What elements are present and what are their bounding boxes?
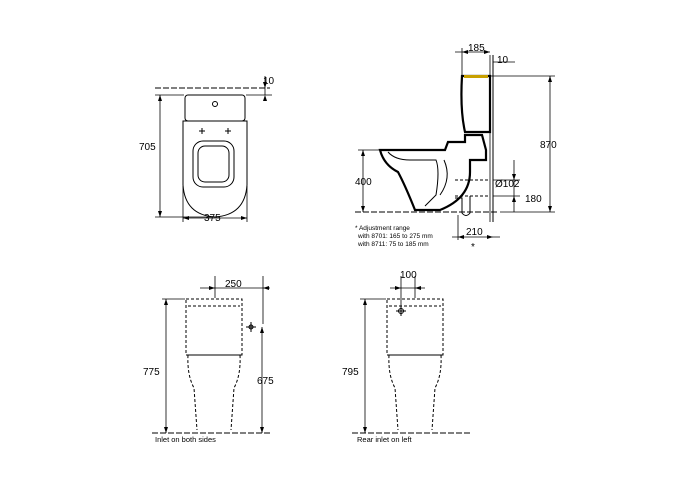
dim-180: 180	[525, 194, 542, 205]
dim-10: 10	[263, 76, 275, 87]
seat-outline	[192, 140, 235, 188]
flush-button-icon	[212, 101, 218, 107]
note-line1: * Adjustment range	[355, 225, 410, 232]
front-view-left: 250 775 675 Inlet on both sides	[143, 276, 274, 444]
dim-795: 795	[342, 367, 359, 378]
bowl-outline	[182, 120, 248, 218]
outlet-pipe	[455, 179, 490, 197]
dim-705: 705	[139, 142, 156, 153]
note-line3: with 8711: 75 to 185 mm	[357, 241, 429, 248]
bowl-front-right	[388, 354, 442, 431]
dim-100: 100	[400, 270, 417, 281]
tank-front-right	[386, 298, 444, 356]
bowl-front-left	[187, 354, 241, 431]
dim-375: 375	[204, 213, 221, 224]
bowl-inner	[387, 151, 439, 207]
dim-210: 210	[466, 227, 483, 238]
caption-right: Rear inlet on left	[357, 435, 413, 444]
dim-775: 775	[143, 367, 160, 378]
front-view-right: 100 795 Rear inlet on left	[342, 270, 472, 444]
outlet-spigot	[455, 196, 471, 216]
caption-left: Inlet on both sides	[155, 435, 216, 444]
dim-675: 675	[257, 376, 274, 387]
flush-plate	[464, 75, 488, 78]
bowl-side	[378, 133, 488, 212]
tank-front-left	[185, 298, 243, 356]
dim-870: 870	[540, 140, 557, 151]
dim-10-side: 10	[497, 55, 509, 66]
dim-250: 250	[225, 279, 242, 290]
tank-side	[460, 74, 492, 134]
top-view: 705 10 375	[139, 76, 275, 224]
side-view: 185 10 870 400 Ø102 180 210 * * Adjustme…	[355, 43, 557, 253]
trap-inner	[439, 159, 448, 196]
seat-inner	[197, 145, 230, 183]
asterisk: *	[471, 242, 475, 253]
dim-o102: Ø102	[495, 179, 520, 190]
dim-400: 400	[355, 177, 372, 188]
note-line2: with 8701: 165 to 275 mm	[357, 233, 433, 240]
hinge-crosses	[199, 128, 231, 134]
tank-outline	[184, 94, 246, 122]
dim-185: 185	[468, 43, 485, 54]
